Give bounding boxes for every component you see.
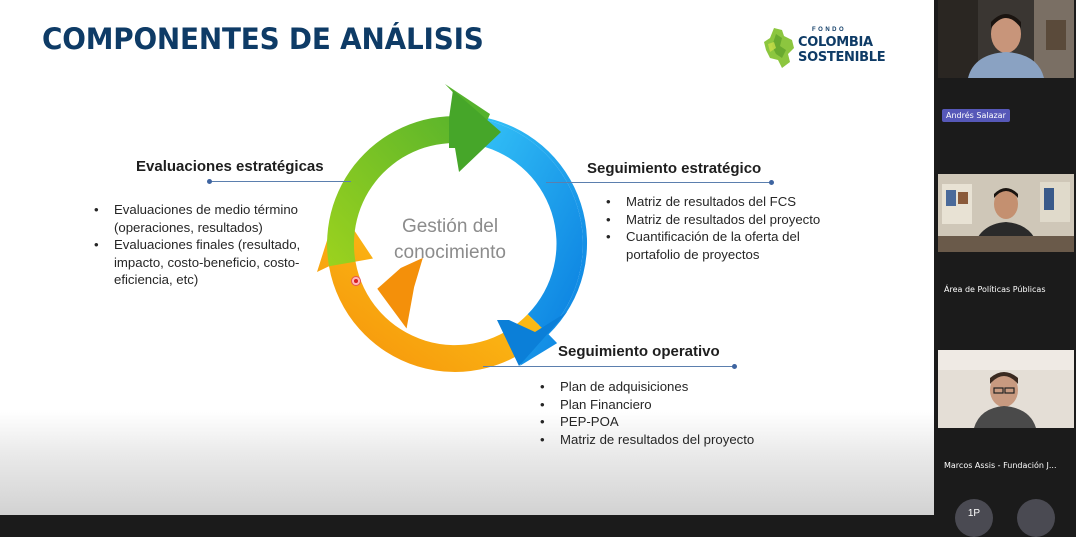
cycle-arrow-blue <box>497 312 567 366</box>
participant-control-button[interactable] <box>1017 499 1055 537</box>
list-item-text: Plan de adquisiciones <box>560 379 689 394</box>
bullet-glyph: • <box>606 211 611 227</box>
list-item: • Evaluaciones finales (resultado, impac… <box>92 236 322 289</box>
bullet-glyph: • <box>540 396 545 412</box>
list-item: • Matriz de resultados del proyecto <box>538 431 798 449</box>
cycle-center-label: Gestión del conocimiento <box>370 214 530 266</box>
list-item-text: Matriz de resultados del FCS <box>626 194 797 209</box>
list-item: • PEP-POA <box>538 413 798 431</box>
participant-view-button[interactable]: 1P <box>955 499 993 537</box>
section-title-seguimiento-estrategico: Seguimiento estratégico <box>587 160 762 177</box>
bullet-glyph: • <box>540 379 545 394</box>
participants-panel <box>934 0 1076 515</box>
list-item-text: Evaluaciones de medio término <box>114 202 298 217</box>
video-tile-andres[interactable] <box>938 0 1074 78</box>
list-item: • Plan Financiero <box>538 396 798 414</box>
section-title-evaluaciones: Evaluaciones estratégicas <box>136 158 324 175</box>
center-label-line-2: conocimiento <box>394 242 506 263</box>
participant-video-2 <box>938 174 1074 252</box>
list-item: • Plan de adquisiciones <box>538 378 798 396</box>
connector-seguimiento-estrategico <box>546 180 774 185</box>
presentation-slide: COMPONENTES DE ANÁLISIS FONDO COLOMBIA S… <box>0 0 934 515</box>
list-item: • Cuantificación de la oferta del portaf… <box>604 228 844 263</box>
connector-dot <box>769 180 774 185</box>
colombia-map-icon <box>764 28 794 68</box>
list-item: • Matriz de resultados del proyecto <box>604 211 844 229</box>
connector-seguimiento-operativo <box>483 364 737 369</box>
bullet-list-seguimiento-operativo: • Plan de adquisiciones • Plan Financier… <box>538 378 798 448</box>
video-tile-marcos[interactable] <box>938 350 1074 428</box>
list-item-text: impacto, costo-beneficio, costo- <box>114 254 300 270</box>
bullet-list-evaluaciones: • Evaluaciones de medio término (operaci… <box>92 201 322 289</box>
connector-dot <box>732 364 737 369</box>
bullet-glyph: • <box>606 229 611 245</box>
cycle-arrow-yellow <box>377 257 423 329</box>
list-item: • Evaluaciones de medio término (operaci… <box>92 201 322 236</box>
list-item-text: Cuantificación de la oferta del <box>626 229 800 245</box>
cycle-arrow-green <box>449 90 501 172</box>
bullet-glyph: • <box>94 202 99 217</box>
logo-text-colombia: COLOMBIA <box>798 35 873 50</box>
center-label-line-1: Gestión del <box>401 216 499 237</box>
bullet-glyph: • <box>540 431 545 447</box>
list-item-text: Evaluaciones finales (resultado, <box>114 237 301 253</box>
cycle-arc-blue-body <box>472 118 583 333</box>
bullet-glyph: • <box>94 237 99 253</box>
participant-name-marcos: Marcos Assis - Fundación J... <box>944 461 1057 470</box>
participant-name-andres: Andrés Salazar <box>942 109 1010 122</box>
list-item-text: Matriz de resultados del proyecto <box>626 211 821 227</box>
bullet-glyph: • <box>606 194 611 209</box>
section-title-seguimiento-operativo: Seguimiento operativo <box>558 343 720 360</box>
list-item-text: portafolio de proyectos <box>626 246 760 262</box>
laser-pointer-icon <box>351 276 361 286</box>
list-item-text: eficiencia, etc) <box>114 272 199 288</box>
participant-video-1 <box>938 0 1074 78</box>
participant-name-area: Área de Políticas Públicas <box>944 285 1046 294</box>
list-item: • Matriz de resultados del FCS <box>604 193 844 211</box>
logo-text-sostenible: SOSTENIBLE <box>798 50 886 65</box>
video-tile-area-politicas[interactable] <box>938 174 1074 252</box>
connector-evaluaciones <box>207 179 351 184</box>
slide-title: COMPONENTES DE ANÁLISIS <box>42 22 484 56</box>
bullet-glyph: • <box>540 414 545 430</box>
logo-text-fondo: FONDO <box>812 27 847 33</box>
knowledge-cycle-diagram <box>317 84 588 372</box>
list-item-text: PEP-POA <box>560 414 619 430</box>
participant-video-3 <box>938 350 1074 428</box>
list-item-text: Matriz de resultados del proyecto <box>560 431 755 447</box>
cycle-arc-yellow <box>317 206 548 372</box>
list-item-text: Plan Financiero <box>560 396 652 412</box>
connector-dot <box>207 179 212 184</box>
fondo-colombia-sostenible-logo: FONDO COLOMBIA SOSTENIBLE <box>762 26 886 70</box>
list-item-text: (operaciones, resultados) <box>114 219 263 235</box>
bullet-list-seguimiento-estrategico: • Matriz de resultados del FCS • Matriz … <box>604 193 844 263</box>
